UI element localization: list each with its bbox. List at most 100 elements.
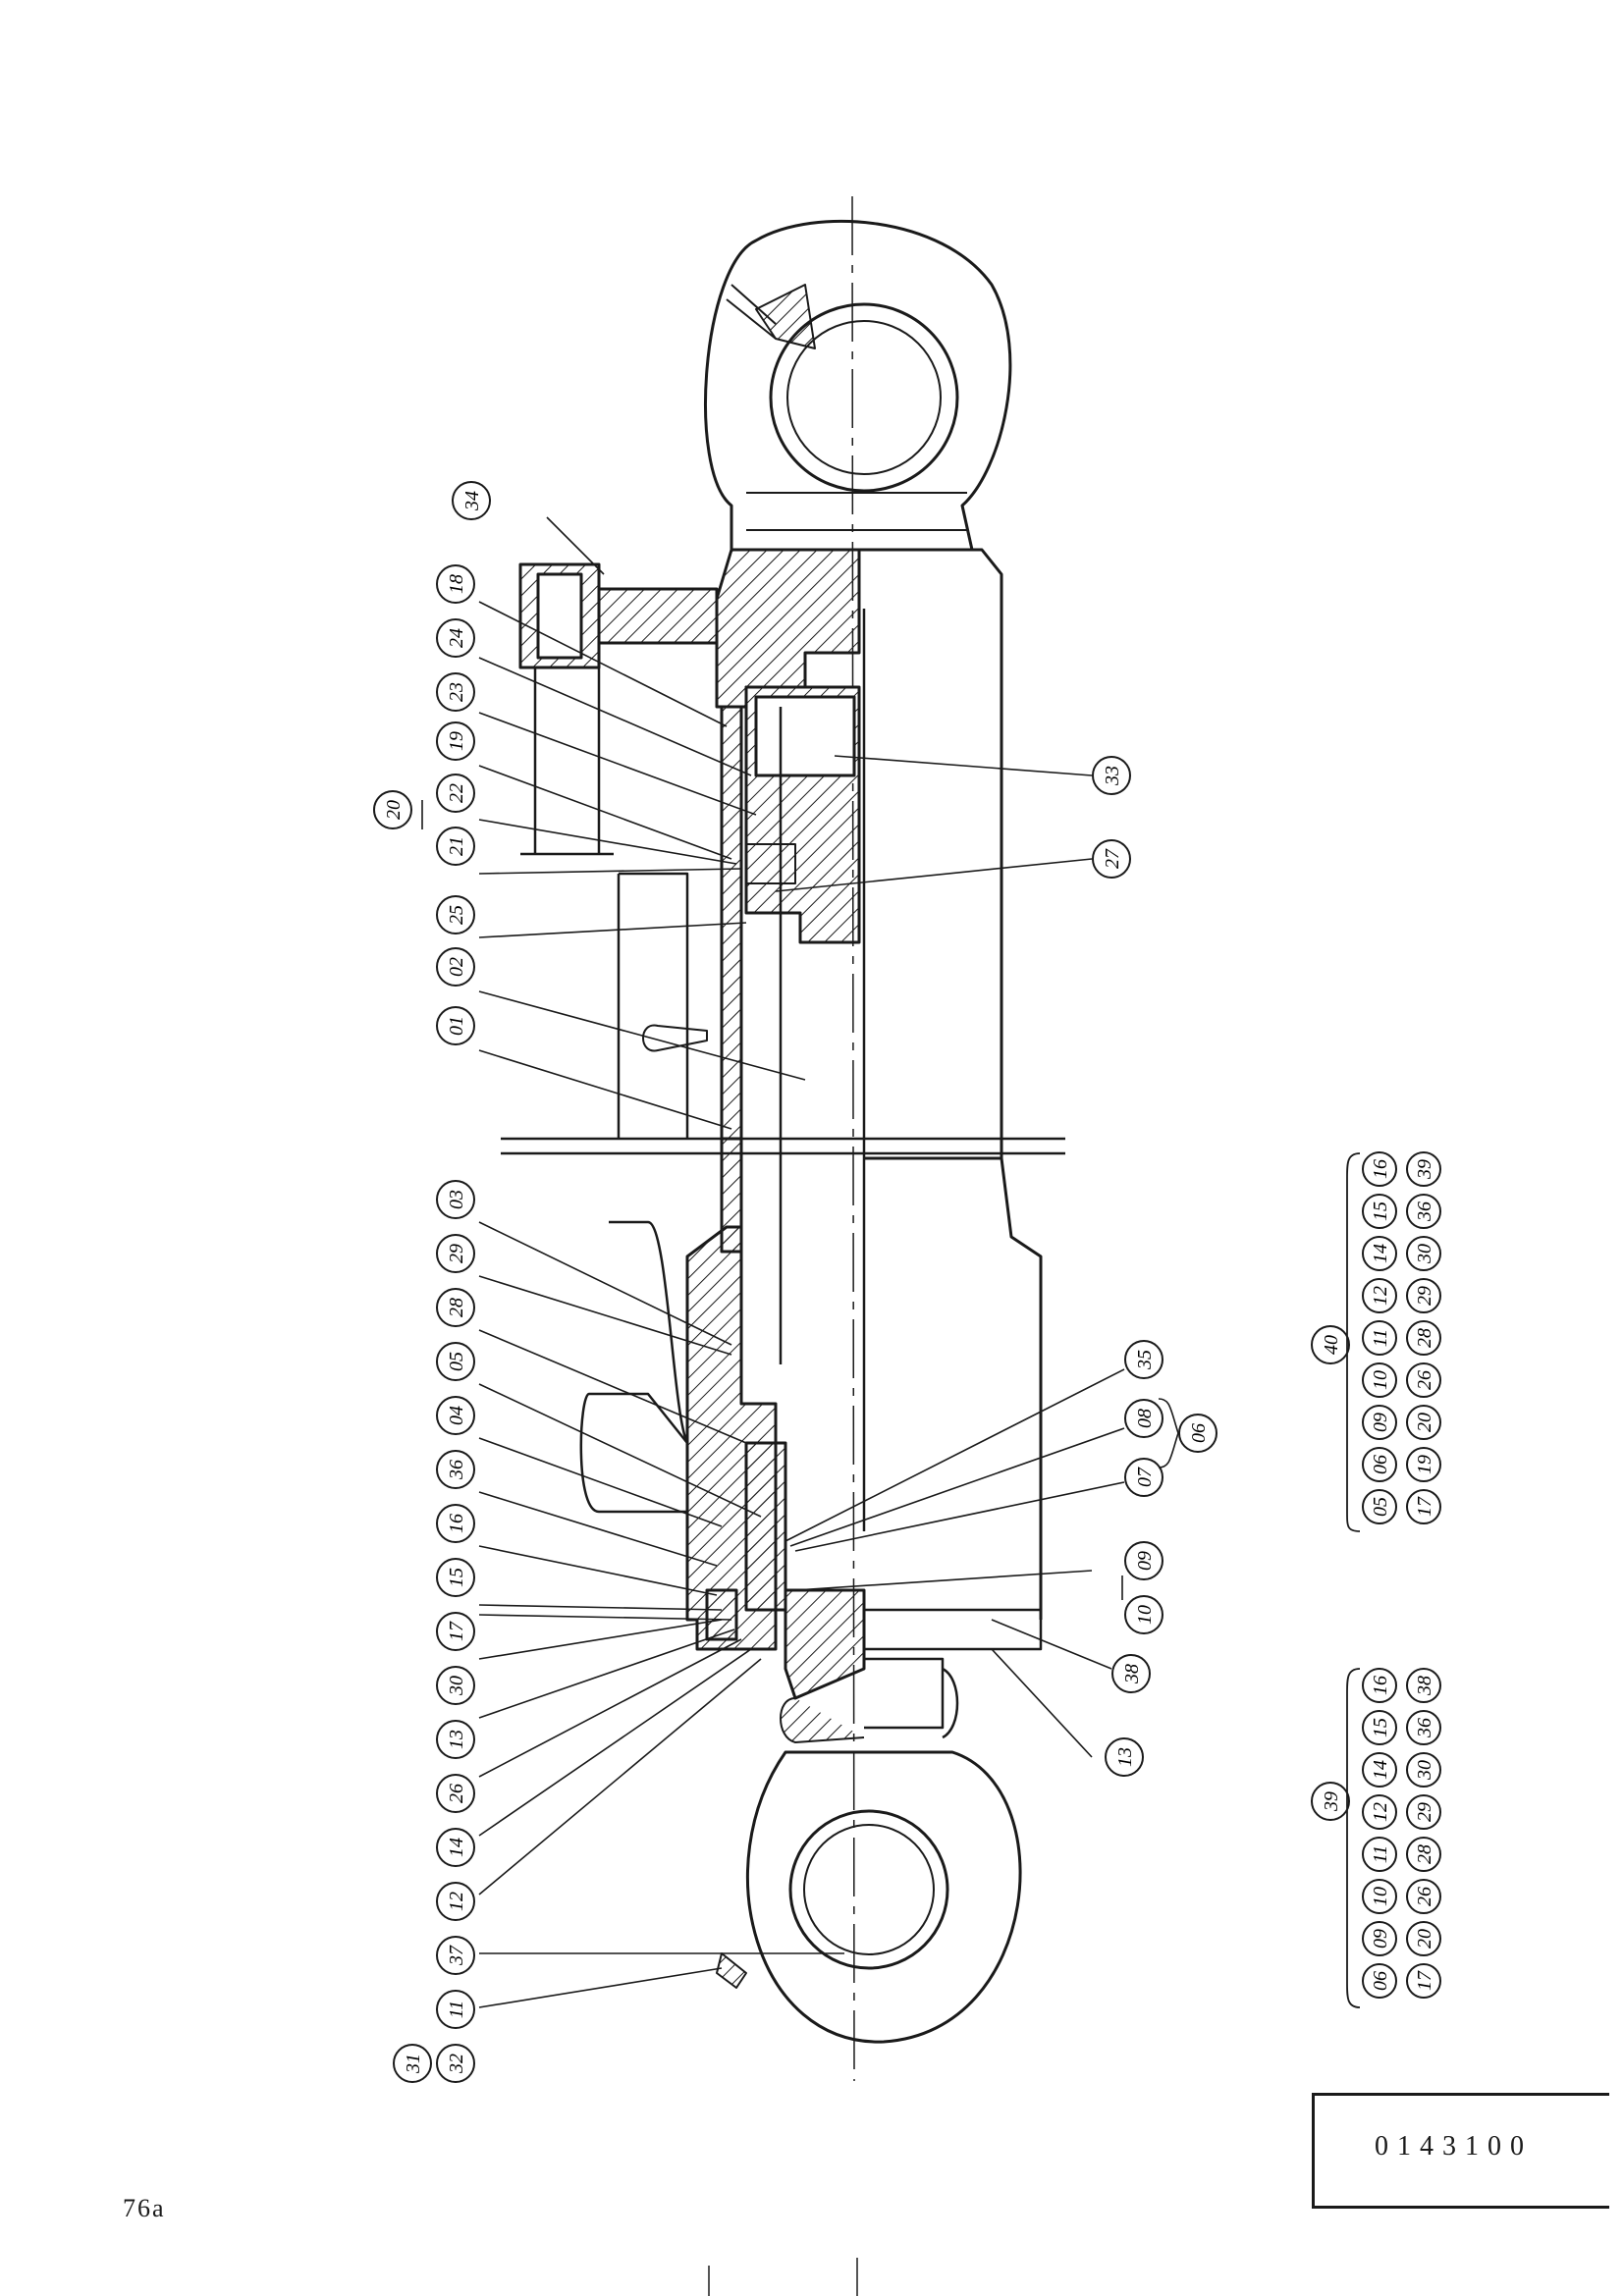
kit-39-row1: 06 09 10 11 12 14 15 16 [1362,1668,1397,1999]
callout-10: 10 [1124,1595,1163,1634]
callout-04: 04 [436,1396,475,1435]
svg-text:25: 25 [446,905,467,925]
callout-21: 21 [436,827,475,866]
crop-marks [708,2258,858,2296]
kit-40: 40 05 06 09 10 11 12 14 15 16 17 19 20 2… [1311,1151,1441,1532]
svg-text:30: 30 [446,1676,467,1696]
svg-text:29: 29 [1414,1802,1435,1822]
callout-31: 31 [393,2044,432,2083]
callout-33: 33 [1092,756,1131,795]
svg-text:35: 35 [1134,1350,1156,1370]
svg-text:11: 11 [446,2001,467,2019]
svg-text:28: 28 [1414,1844,1435,1864]
part-code-box [1312,2093,1609,2209]
svg-text:39: 39 [1321,1791,1342,1812]
svg-text:37: 37 [446,1945,467,1966]
svg-text:01: 01 [446,1016,467,1036]
svg-text:28: 28 [446,1298,467,1317]
svg-text:12: 12 [1370,1286,1391,1306]
svg-text:36: 36 [446,1460,467,1480]
svg-text:17: 17 [1414,1496,1435,1517]
svg-text:06: 06 [1188,1423,1210,1443]
callout-36: 36 [436,1450,475,1489]
svg-text:34: 34 [461,491,483,511]
part-code: 0143100 [1375,2131,1533,2162]
callout-16: 16 [436,1504,475,1543]
svg-text:26: 26 [1414,1370,1435,1390]
callout-25: 25 [436,895,475,934]
callout-37-item: 37 [436,1936,475,1975]
svg-text:17: 17 [446,1621,467,1641]
callout-13-left: 13 [436,1720,475,1759]
svg-text:14: 14 [1370,1244,1391,1263]
callout-07: 07 [1124,1458,1163,1497]
callout-12: 12 [436,1882,475,1921]
svg-text:30: 30 [1414,1760,1435,1781]
svg-text:02: 02 [446,957,467,977]
callout-08: 08 [1124,1399,1163,1438]
piston-rod [779,609,866,1531]
center-line [851,195,855,2082]
svg-text:21: 21 [446,836,467,856]
callout-group-lower: 37 11 32 31 [393,1936,475,2083]
leader-lines [421,516,1125,2008]
svg-text:36: 36 [1414,1718,1435,1738]
svg-text:32: 32 [446,2054,467,2074]
callout-34: 34 [452,481,491,520]
svg-text:12: 12 [446,1892,467,1911]
callout-29: 29 [436,1234,475,1273]
callout-01: 01 [436,1006,475,1045]
callout-14: 14 [436,1828,475,1867]
cylinder-drawing [501,195,1065,2082]
callout-32: 32 [436,2044,475,2083]
svg-text:03: 03 [446,1190,467,1209]
callout-09: 09 [1124,1541,1163,1580]
svg-text:10: 10 [1134,1605,1156,1625]
svg-text:29: 29 [1414,1286,1435,1306]
callout-22: 22 [436,774,475,813]
svg-text:31: 31 [403,2054,424,2074]
callout-26: 26 [436,1774,475,1813]
callout-15: 15 [436,1558,475,1597]
svg-text:04: 04 [446,1406,467,1425]
svg-text:36: 36 [1414,1201,1435,1222]
svg-text:07: 07 [1134,1467,1156,1487]
callout-03: 03 [436,1180,475,1219]
svg-text:26: 26 [1414,1887,1435,1906]
callout-23: 23 [436,672,475,712]
svg-text:16: 16 [1370,1159,1391,1179]
kit-40-label: 40 [1311,1325,1350,1364]
callout-27: 27 [1092,839,1131,879]
svg-text:13: 13 [1114,1747,1136,1767]
callout-35: 35 [1124,1340,1163,1379]
svg-text:33: 33 [1102,766,1123,786]
svg-text:15: 15 [446,1568,467,1587]
callout-19: 19 [436,721,475,761]
svg-text:16: 16 [1370,1676,1391,1695]
svg-text:26: 26 [446,1784,467,1803]
svg-text:06: 06 [1370,1455,1391,1474]
kit-39-row2: 17 20 26 28 29 30 36 38 [1406,1668,1441,1999]
bottom-eye [746,1750,1022,2044]
svg-text:16: 16 [446,1514,467,1533]
svg-text:22: 22 [446,783,467,803]
svg-text:14: 14 [446,1838,467,1857]
callout-group-right: 33 27 35 08 07 06 09 10 [1092,756,1217,1777]
svg-text:19: 19 [446,731,467,751]
svg-text:08: 08 [1134,1409,1156,1428]
callout-05: 05 [436,1342,475,1381]
svg-text:38: 38 [1414,1676,1435,1696]
callout-30: 30 [436,1666,475,1705]
svg-text:28: 28 [1414,1328,1435,1348]
svg-text:09: 09 [1134,1551,1156,1571]
svg-text:10: 10 [1370,1887,1391,1906]
svg-text:18: 18 [446,574,467,594]
svg-text:27: 27 [1102,848,1123,869]
svg-text:11: 11 [1370,1329,1391,1348]
kit-39-label: 39 [1311,1782,1350,1821]
svg-text:17: 17 [1414,1970,1435,1991]
svg-text:06: 06 [1370,1971,1391,1991]
svg-text:23: 23 [446,682,467,702]
svg-text:19: 19 [1414,1455,1435,1474]
